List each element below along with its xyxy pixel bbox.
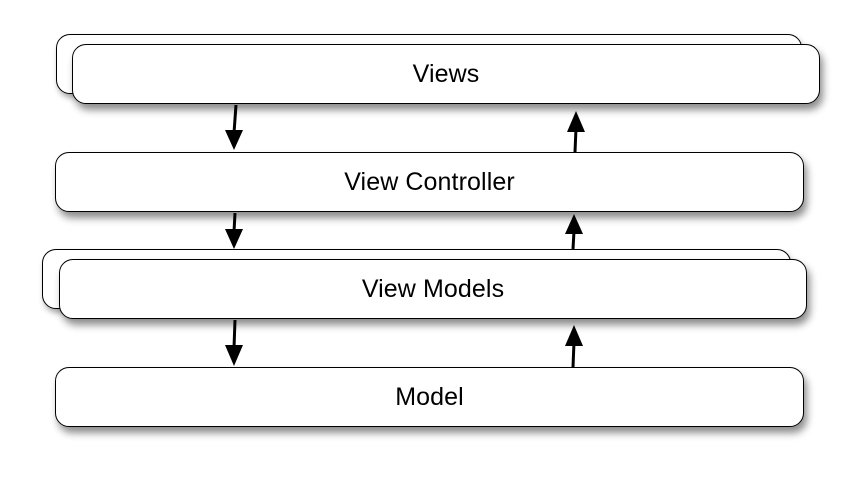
model-box: Model: [55, 367, 804, 427]
model-label: Model: [395, 382, 464, 411]
up-arrow-viewmodels-to-controller: [565, 214, 583, 250]
views-box: Views: [72, 44, 820, 104]
view-controller-label: View Controller: [344, 167, 515, 196]
view-models-label: View Models: [361, 274, 505, 303]
view-models-box: View Models: [59, 259, 807, 319]
down-arrow-views-to-controller: [225, 104, 243, 150]
down-arrow-controller-to-viewmodels: [225, 212, 243, 249]
up-arrow-controller-to-views: [567, 111, 585, 153]
views-label: Views: [412, 59, 480, 88]
up-arrow-model-to-viewmodels: [565, 325, 583, 368]
down-arrow-viewmodels-to-model: [225, 319, 243, 366]
view-controller-box: View Controller: [55, 152, 804, 212]
